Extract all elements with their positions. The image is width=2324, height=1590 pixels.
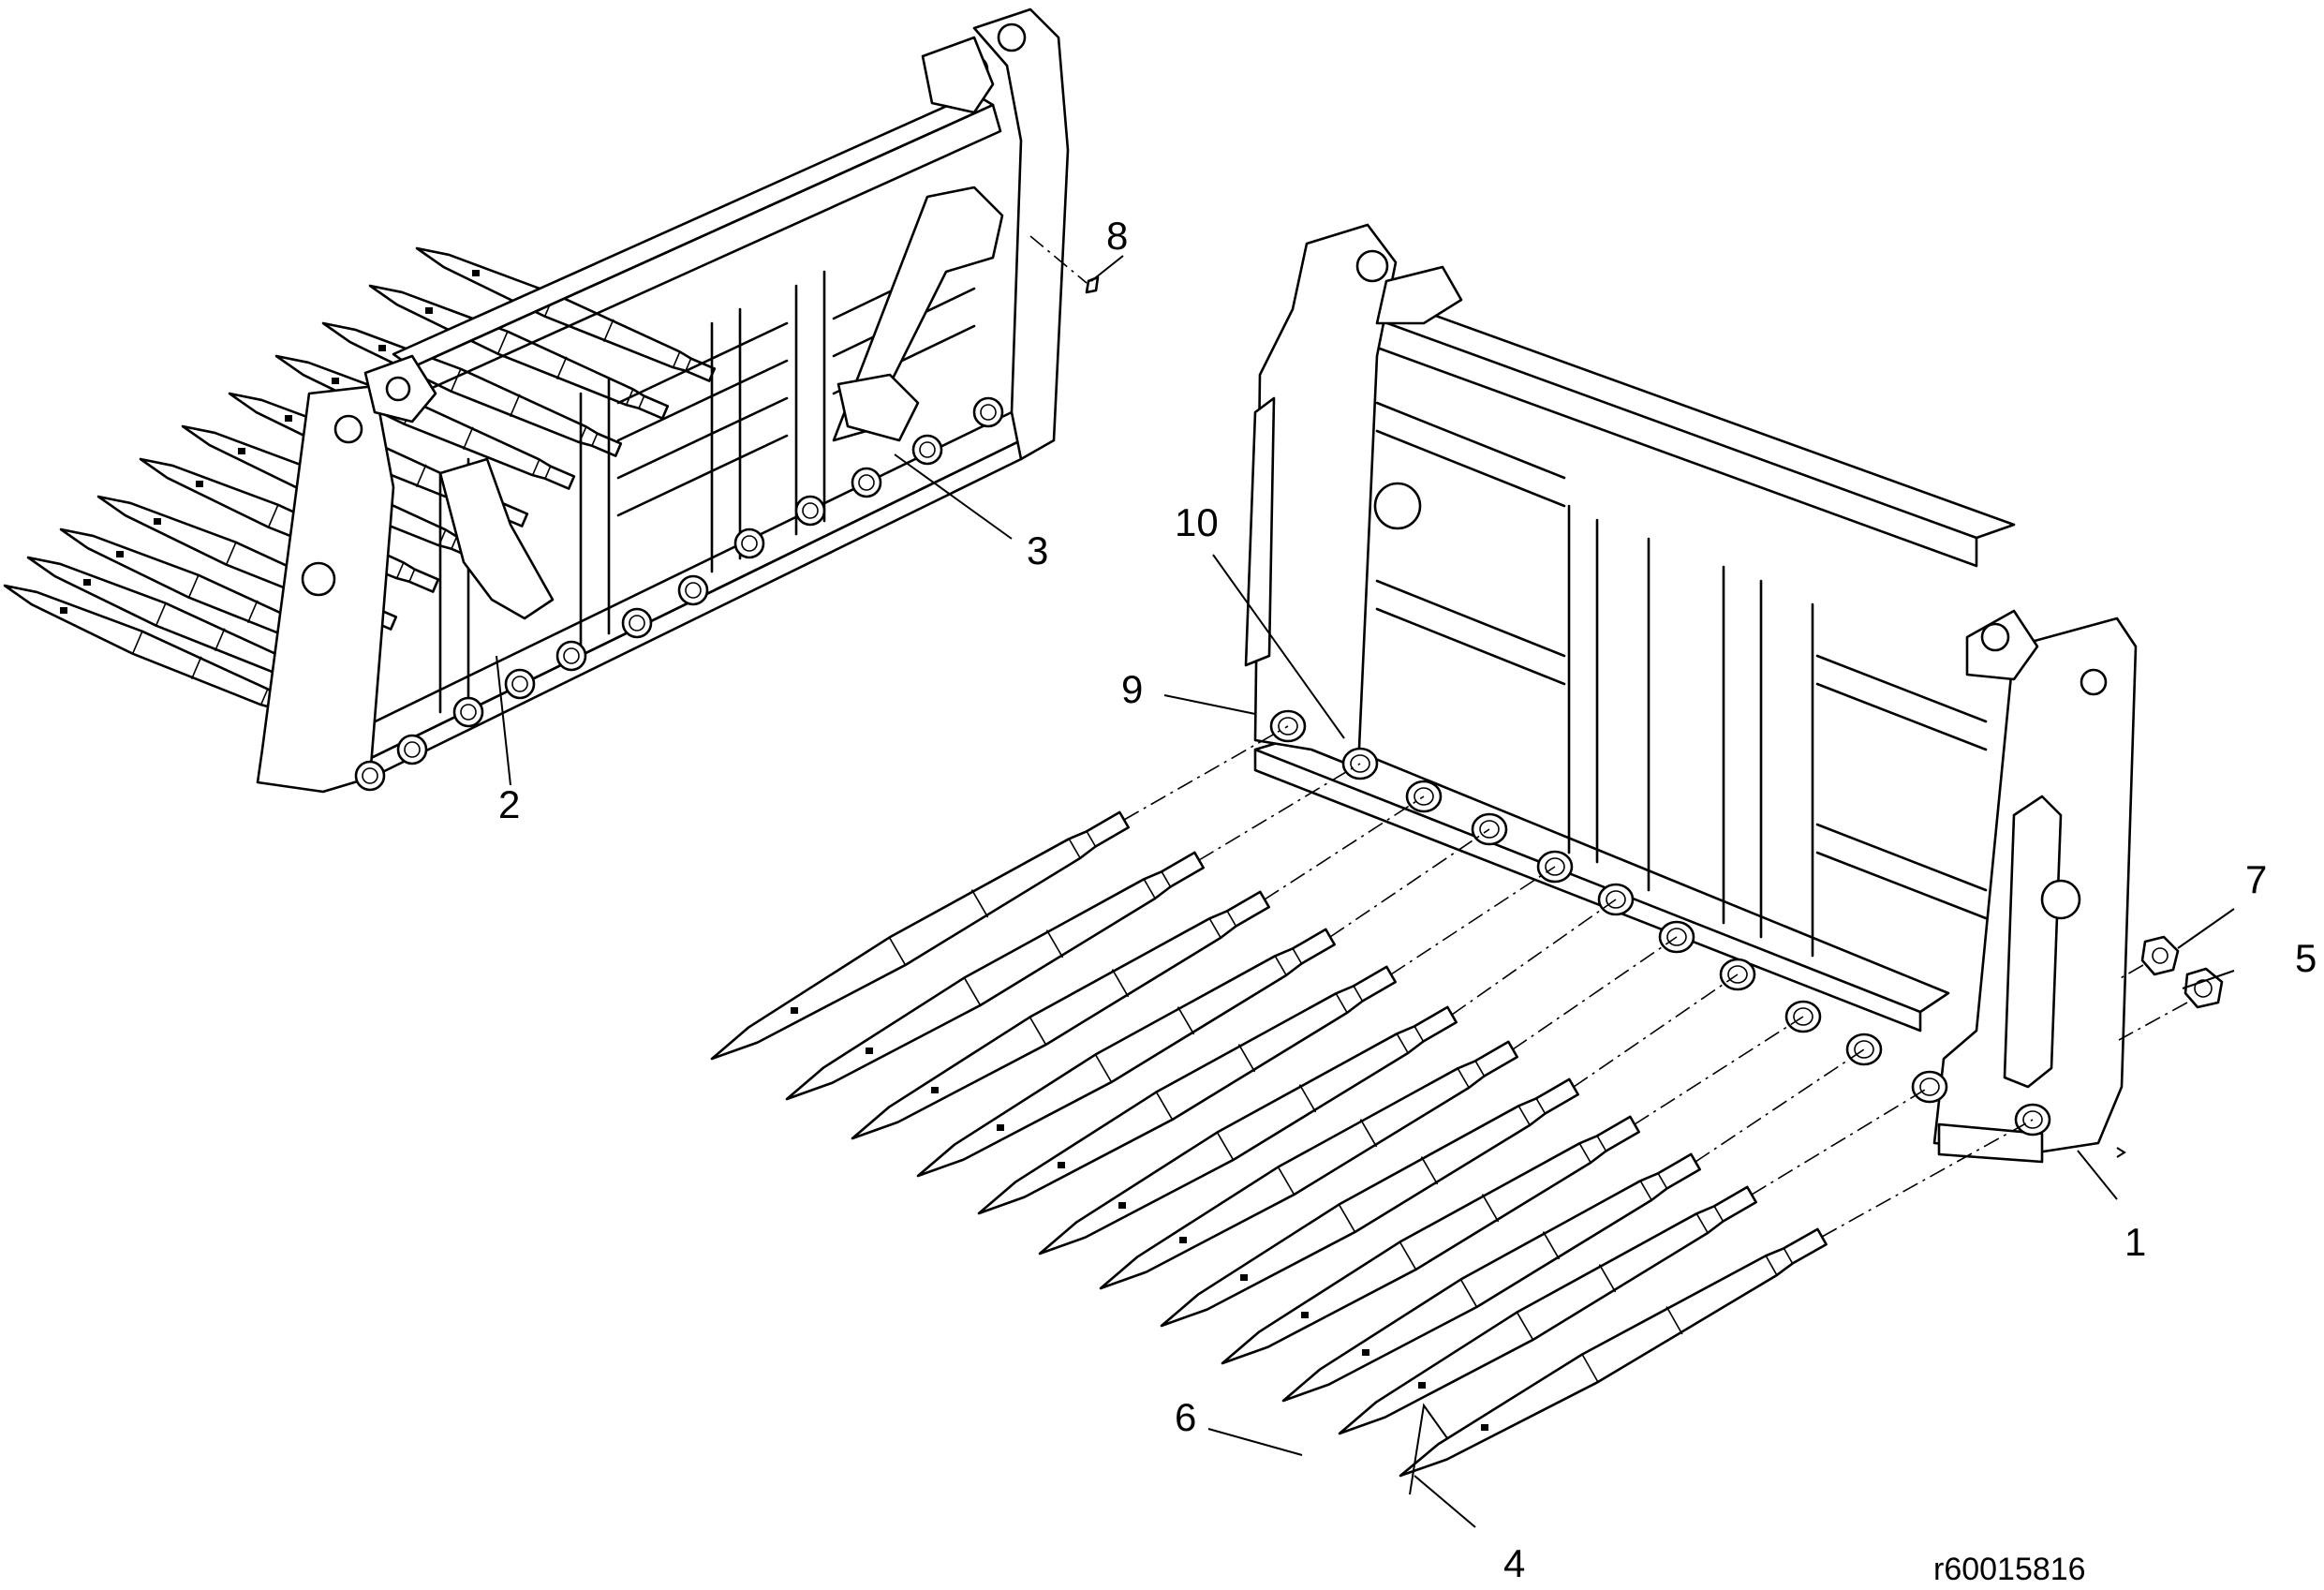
bolt-9 xyxy=(794,495,826,527)
leader-lines xyxy=(496,255,2235,1528)
tine-3 xyxy=(851,890,1270,1140)
callout-10: 10 xyxy=(1175,500,1219,544)
tine-hole-10 xyxy=(1845,1033,1883,1066)
loose-tines xyxy=(710,810,1828,1478)
tine-10 xyxy=(1281,1152,1701,1403)
tine-5 xyxy=(977,965,1397,1215)
tine-12 xyxy=(1399,1227,1828,1478)
callout-2: 2 xyxy=(498,782,520,826)
assembled-fork-bolts xyxy=(354,396,1004,792)
callout-6: 6 xyxy=(1175,1395,1196,1439)
tine-2 xyxy=(785,851,1205,1101)
bolt-4 xyxy=(504,668,536,700)
tine-8 xyxy=(1160,1077,1579,1328)
frame-tine-holes xyxy=(1269,709,2051,1137)
callout-8: 8 xyxy=(1106,214,1128,258)
center-line-1 xyxy=(1123,725,1289,821)
assembly-center-lines xyxy=(1123,725,2034,1238)
callout-7: 7 xyxy=(2245,857,2267,901)
tine-11 xyxy=(1338,1185,1757,1435)
center-line-11 xyxy=(1751,1086,1931,1196)
callout-3: 3 xyxy=(1027,528,1048,572)
callout-4: 4 xyxy=(1503,1541,1525,1585)
nut-5 xyxy=(2183,967,2224,1009)
center-line-3 xyxy=(1264,795,1425,900)
tine-6 xyxy=(1038,1005,1458,1256)
callout-labels: 1 2 3 4 5 6 7 8 9 10 r60015816 xyxy=(498,214,2317,1587)
center-line-2 xyxy=(1198,763,1361,861)
tine-1 xyxy=(710,810,1130,1061)
center-line-5 xyxy=(1390,866,1556,975)
center-line-7 xyxy=(1512,936,1678,1050)
bolt-7 xyxy=(677,574,709,606)
bolt-1 xyxy=(354,760,386,792)
assembled-tine-10 xyxy=(368,284,670,420)
bolt-10 xyxy=(851,467,882,498)
bolt-12 xyxy=(972,396,1004,428)
assembled-fork-frame xyxy=(3,7,1070,794)
exploded-fork-frame xyxy=(1244,223,2138,1164)
callout-1: 1 xyxy=(2124,1220,2146,1264)
center-line-12 xyxy=(1821,1119,2034,1238)
tine-9 xyxy=(1221,1115,1640,1365)
center-line-8 xyxy=(1573,973,1739,1088)
bolt-6 xyxy=(621,607,653,639)
center-line-9 xyxy=(1634,1016,1804,1125)
reference-code: r60015816 xyxy=(1933,1552,2086,1587)
bolt-11 xyxy=(911,434,943,466)
center-line-6 xyxy=(1451,899,1617,1016)
tine-7 xyxy=(1099,1040,1518,1290)
bolt-3 xyxy=(452,696,484,728)
bolt-5 xyxy=(555,640,587,672)
callout-9: 9 xyxy=(1121,667,1143,711)
center-line-10 xyxy=(1695,1048,1865,1163)
bolt-2 xyxy=(396,734,428,765)
tine-4 xyxy=(916,928,1336,1178)
bolt-8 xyxy=(733,528,765,559)
callout-5: 5 xyxy=(2295,936,2317,980)
center-line-4 xyxy=(1329,828,1490,938)
nut-7 xyxy=(2140,935,2180,976)
